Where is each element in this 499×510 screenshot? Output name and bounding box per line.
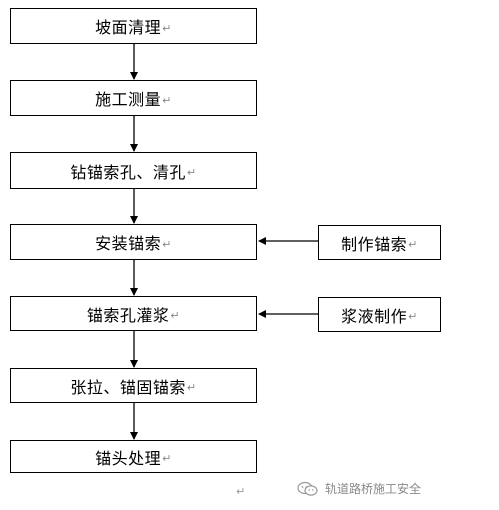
step-box-6: 张拉、锚固锚索↵ bbox=[10, 368, 257, 403]
step-box-7: 锚头处理↵ bbox=[10, 440, 257, 473]
step-box-5: 锚索孔灌浆↵ bbox=[10, 296, 257, 331]
watermark: 轨道路桥施工安全 bbox=[297, 480, 421, 497]
paragraph-mark-icon: ↵ bbox=[162, 237, 172, 251]
side-input-label: 制作锚索 bbox=[341, 234, 408, 254]
watermark-text: 轨道路桥施工安全 bbox=[325, 482, 422, 496]
paragraph-mark-icon: ↵ bbox=[408, 238, 418, 251]
paragraph-mark-icon: ↵ bbox=[170, 309, 181, 322]
paragraph-mark-icon: ↵ bbox=[236, 485, 246, 498]
paragraph-mark-icon: ↵ bbox=[186, 166, 197, 179]
step-label: 锚索孔灌浆 bbox=[86, 305, 170, 325]
paragraph-mark-icon: ↵ bbox=[162, 21, 172, 35]
step-label: 坡面清理 bbox=[95, 18, 162, 37]
step-label: 张拉、锚固锚索 bbox=[70, 377, 186, 397]
step-label: 锚头处理 bbox=[95, 448, 162, 468]
step-label: 施工测量 bbox=[95, 90, 162, 109]
step-label: 钻锚索孔、清孔 bbox=[70, 162, 186, 182]
paragraph-mark-icon: ↵ bbox=[162, 93, 172, 107]
side-input-box-2: 浆液制作↵ bbox=[318, 297, 441, 332]
wechat-logo-icon bbox=[297, 481, 318, 496]
side-input-label: 浆液制作 bbox=[341, 306, 408, 326]
step-label: 安装锚索 bbox=[95, 234, 162, 253]
step-box-4: 安装锚索↵ bbox=[10, 224, 257, 260]
step-box-1: 坡面清理↵ bbox=[10, 8, 257, 44]
paragraph-mark-icon: ↵ bbox=[408, 310, 418, 323]
side-input-box-1: 制作锚索↵ bbox=[318, 225, 441, 260]
paragraph-mark-icon: ↵ bbox=[186, 381, 197, 394]
paragraph-mark-icon: ↵ bbox=[162, 452, 172, 465]
step-box-3: 钻锚索孔、清孔↵ bbox=[10, 152, 257, 189]
step-box-2: 施工测量↵ bbox=[10, 80, 257, 116]
